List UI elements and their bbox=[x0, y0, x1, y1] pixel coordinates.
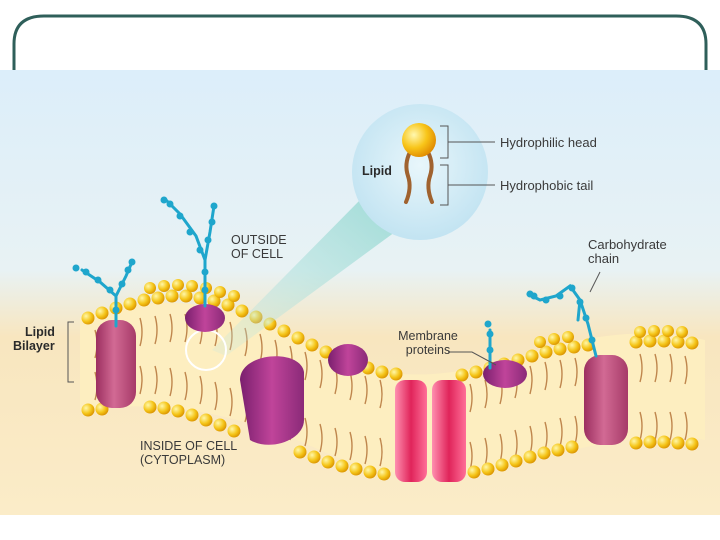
cell-membrane-diagram bbox=[0, 70, 720, 515]
protein-right-pink bbox=[584, 355, 628, 445]
lipid-heads-top bbox=[81, 279, 699, 382]
protein-left-pink bbox=[96, 320, 136, 408]
label-membrane-proteins: Membrane proteins bbox=[398, 329, 458, 357]
protein-right-small bbox=[483, 360, 527, 388]
label-hydrophobic-tail: Hydrophobic tail bbox=[500, 178, 594, 193]
lipid-inset-bubble bbox=[352, 104, 488, 240]
label-hydrophilic-head: Hydrophilic head bbox=[500, 135, 597, 150]
bilayer-bracket bbox=[67, 321, 74, 383]
protein-channel-red bbox=[395, 380, 466, 482]
label-lipid: Lipid bbox=[362, 164, 392, 178]
label-inside-cell: INSIDE OF CELL (CYTOPLASM) bbox=[140, 439, 238, 467]
protein-top-center bbox=[185, 304, 225, 332]
protein-magenta-large bbox=[240, 356, 304, 445]
label-lipid-bilayer: Lipid Bilayer bbox=[13, 325, 55, 353]
inset-brackets bbox=[440, 125, 495, 206]
zoom-beam bbox=[212, 200, 395, 356]
lipid-heads-bottom bbox=[81, 400, 699, 481]
carbohydrate-beads bbox=[72, 196, 596, 354]
label-outside-cell: OUTSIDE OF CELL bbox=[231, 233, 287, 261]
protein-purple-small bbox=[328, 344, 368, 376]
leader-lines bbox=[448, 271, 601, 366]
label-carbohydrate-chain: Carbohydrate chain bbox=[588, 237, 667, 267]
